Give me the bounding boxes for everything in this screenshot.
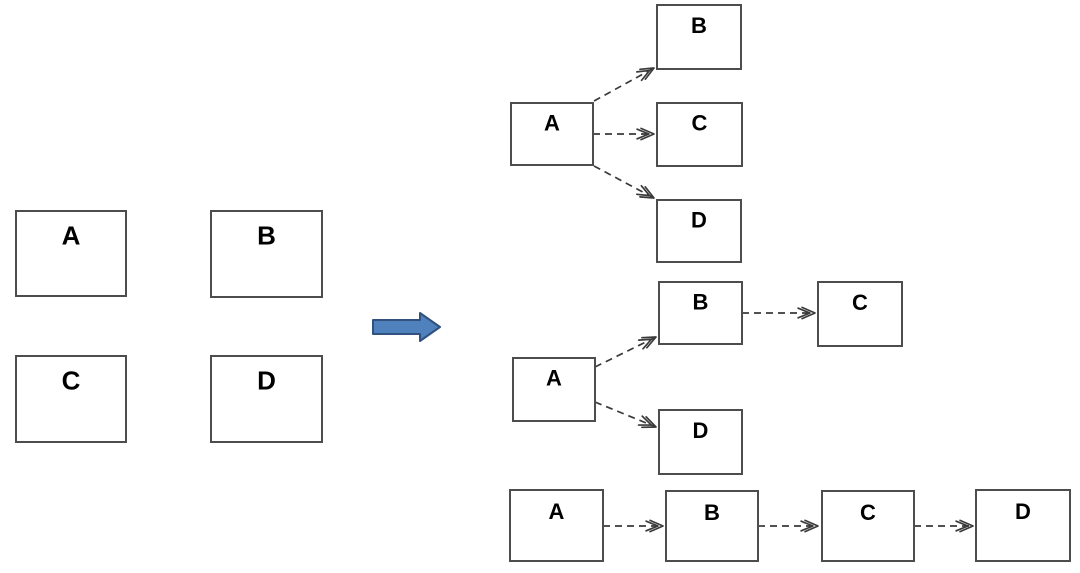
node-chain-A (509, 489, 604, 562)
node-label-fan-out-C: C (692, 111, 708, 136)
node-label-chain-C: C (860, 500, 876, 525)
node-label-chain-B: B (704, 500, 720, 525)
node-source-D (210, 355, 323, 443)
node-fan-out-C (656, 102, 743, 167)
node-source-B (210, 210, 323, 298)
node-label-tree-D: D (693, 418, 709, 443)
node-tree-B (658, 281, 743, 345)
node-label-chain-A: A (549, 499, 565, 524)
node-chain-C (821, 490, 915, 562)
node-tree-C (817, 281, 903, 347)
node-fan-out-B (656, 4, 742, 70)
node-label-source-A: A (62, 220, 81, 250)
structure-chain: A B C D (509, 489, 1071, 562)
node-fan-out-A (510, 102, 594, 166)
node-label-tree-B: B (693, 290, 709, 315)
node-label-fan-out-B: B (691, 13, 707, 38)
node-label-source-B: B (257, 220, 276, 250)
node-fan-out-D (656, 199, 742, 263)
node-chain-D (975, 489, 1071, 562)
edge-fan-out-A-D (593, 165, 655, 199)
edge-fan-out-A-B (593, 67, 655, 102)
node-label-tree-C: C (852, 290, 868, 315)
structure-tree: A B C D (512, 281, 903, 475)
node-label-tree-A: A (546, 366, 562, 391)
node-label-chain-D: D (1015, 499, 1031, 524)
node-label-source-C: C (62, 365, 81, 395)
node-label-fan-out-D: D (691, 208, 707, 233)
edge-tree-A-B (594, 336, 657, 368)
transform-arrow-icon (372, 312, 441, 342)
node-label-fan-out-A: A (544, 111, 560, 136)
structure-source: A B C D (15, 210, 323, 443)
node-tree-D (658, 409, 743, 475)
node-label-source-D: D (257, 365, 276, 395)
edge-tree-A-D (594, 401, 657, 429)
diagram-content: A B C D A B C D A B C D A B C D (15, 4, 1071, 562)
node-source-A (15, 210, 127, 297)
node-chain-B (665, 490, 759, 562)
node-tree-A (512, 357, 596, 422)
structure-fan-out: A B C D (510, 4, 743, 263)
node-source-C (15, 355, 127, 443)
